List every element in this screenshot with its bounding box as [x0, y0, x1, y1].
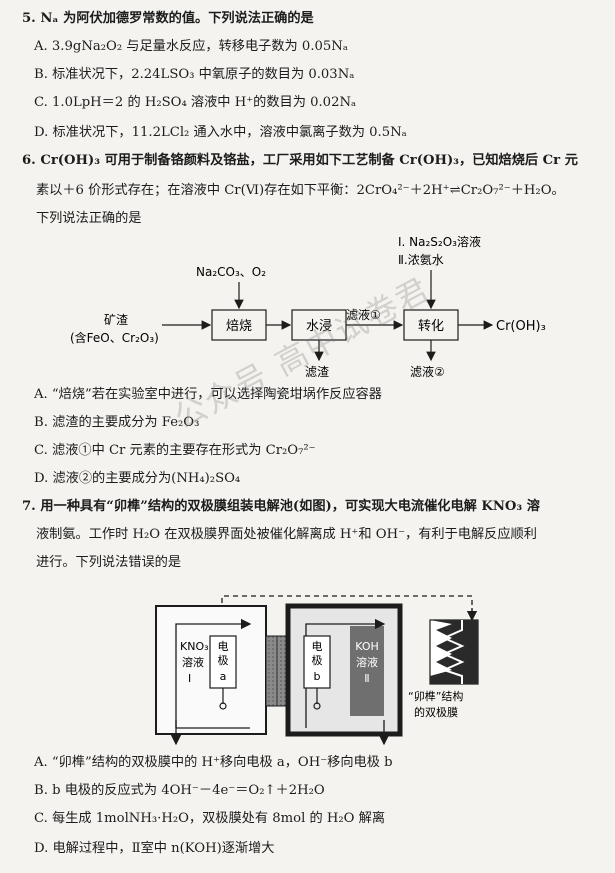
q6-option-d: D. 滤液②的主要成分为(NH₄)₂SO₄ [34, 471, 241, 486]
q5-option-d: D. 标准状况下，11.2LCl₂ 通入水中，溶液中氯离子数为 0.5Nₐ [34, 125, 407, 140]
membrane-label-1: “卯榫”结构 [408, 689, 463, 703]
flow-raw-label: 矿渣 [104, 313, 128, 327]
flow-step-leach: 水浸 [306, 319, 332, 334]
q7-stem-line1: 7. 用一种具有“卯榫”结构的双极膜组装电解池(如图)，可实现大电流催化电解 K… [22, 499, 540, 514]
flow-filtrate-1: 滤液① [346, 307, 381, 322]
electrode-b-label-1: 电 [312, 640, 323, 653]
q5-option-b: B. 标准状况下，2.24LSO₃ 中氧原子的数目为 0.03Nₐ [34, 67, 355, 82]
electrode-a-label-2: 极 [218, 653, 229, 667]
flow-filtrate-2: 滤液② [410, 364, 445, 379]
q5-option-a: A. 3.9gNa₂O₂ 与足量水反应，转移电子数为 0.05Nₐ [34, 39, 348, 54]
right-solution-label-2: 溶液 [356, 655, 378, 669]
q6-stem-line2: 素以＋6 价形式存在；在溶液中 Cr(Ⅵ)存在如下平衡：2CrO₄²⁻＋2H⁺⇌… [36, 183, 565, 198]
right-solution-label-3: Ⅱ [364, 672, 369, 685]
flow-residue: 滤渣 [305, 365, 329, 379]
electrode-b-label-3: b [314, 670, 321, 683]
flow-path-right [305, 618, 386, 728]
left-solution-label-3: Ⅰ [188, 672, 191, 685]
membrane-zoom-dark-layer [430, 620, 478, 684]
membrane-label-2: 的双极膜 [414, 705, 458, 719]
q6-option-b: B. 滤渣的主要成分为 Fe₂O₃ [34, 415, 200, 430]
q6-option-c: C. 滤液①中 Cr 元素的主要存在形式为 Cr₂O₇²⁻ [34, 443, 316, 458]
flow-step-convert: 转化 [418, 319, 444, 334]
q6-stem-line3: 下列说法正确的是 [36, 211, 142, 226]
electrode-a-terminal-icon [219, 702, 227, 710]
flow-reagent-1: Na₂CO₃、O₂ [196, 265, 266, 279]
flow-step-roast: 焙烧 [226, 319, 252, 334]
membrane-zoom-interface [441, 620, 465, 684]
electrode-b-label-2: 极 [312, 653, 323, 667]
q6-stem-line1: 6. Cr(OH)₃ 可用于制备铬颜料及铬盐，工厂采用如下工艺制备 Cr(OH)… [22, 153, 578, 168]
electrode-a-label-3: a [220, 670, 227, 683]
electrode-b-terminal-icon [313, 702, 321, 710]
q6-option-a: A. “焙烧”若在实验室中进行，可以选择陶瓷坩埚作反应容器 [34, 387, 382, 402]
q7-option-c: C. 每生成 1molNH₃·H₂O，双极膜处有 8mol 的 H₂O 解离 [34, 811, 386, 826]
left-solution-label-1: KNO₃ [180, 640, 209, 653]
electrode-a [209, 635, 237, 689]
q7-option-b: B. b 电极的反应式为 4OH⁻－4e⁻＝O₂↑＋2H₂O [34, 783, 325, 798]
q5-option-c: C. 1.0LpH＝2 的 H₂SO₄ 溶液中 H⁺的数目为 0.02Nₐ [34, 95, 357, 110]
flow-reagent-2a: Ⅰ. Na₂S₂O₃溶液 [398, 234, 481, 249]
q5-stem: 5. Nₐ 为阿伏加德罗常数的值。下列说法正确的是 [22, 11, 314, 26]
left-solution-label-2: 溶液 [182, 655, 204, 669]
flow-path-left [175, 618, 252, 728]
q7-stem-line2: 液制氨。工作时 H₂O 在双极膜界面处被催化解离成 H⁺和 OH⁻，有利于电解反… [36, 527, 537, 542]
flow-reagent-2b: Ⅱ.浓氨水 [398, 253, 444, 267]
electrode-a-label-1: 电 [218, 640, 229, 653]
electrode-b [303, 635, 331, 689]
q7-option-a: A. “卯榫”结构的双极膜中的 H⁺移向电极 a，OH⁻移向电极 b [34, 755, 393, 770]
koh-solution-region [350, 626, 384, 716]
flow-raw-composition: (含FeO、Cr₂O₃) [70, 330, 159, 345]
q7-stem-line3: 进行。下列说法错误的是 [36, 555, 182, 570]
right-solution-label-1: KOH [355, 640, 379, 653]
flow-product: Cr(OH)₃ [496, 319, 546, 334]
q7-option-d: D. 电解过程中，Ⅱ室中 n(KOH)逐渐增大 [34, 841, 275, 856]
